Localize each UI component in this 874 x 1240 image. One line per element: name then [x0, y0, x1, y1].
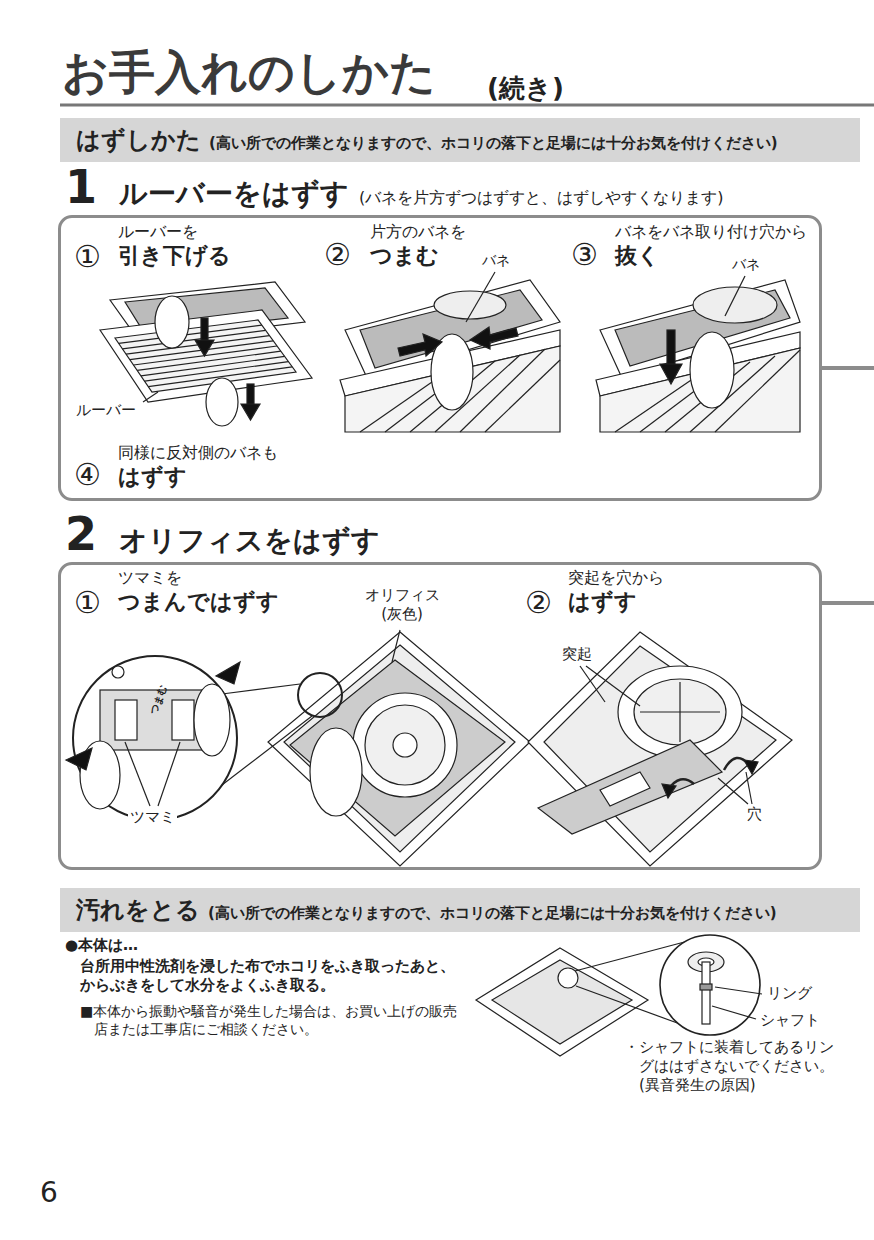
- section-title: はずしかた: [76, 124, 201, 156]
- section-title: 汚れをとる: [76, 894, 200, 926]
- callout-number: ③: [571, 240, 598, 270]
- part-name: バネ: [480, 252, 512, 270]
- step-number: 1: [65, 160, 97, 214]
- section-band: はずしかた (高い所での作業となりますので、ホコリの落下と足場には十分お気を付けく…: [60, 118, 860, 162]
- step-action: はずす: [568, 588, 637, 616]
- section-note: (高い所での作業となりますので、ホコリの落下と足場には十分お気を付けください): [209, 134, 778, 153]
- step-title: オリフィスをはずす: [119, 522, 380, 560]
- title-suffix: (続き): [487, 72, 564, 105]
- part-name: 穴: [745, 805, 764, 824]
- note-heading: ●本体は…: [65, 936, 138, 955]
- step-action: はずす: [118, 463, 187, 491]
- note-text: 台所用中性洗剤を浸した布でホコリをふき取ったあと、からぶきをして水分をよくふき取…: [80, 957, 460, 995]
- step-text: 突起を穴から: [568, 568, 664, 588]
- callout-number: ①: [74, 242, 101, 272]
- step-heading: 1 ルーバーをはずす (バネを片方ずつはずすと、はずしやすくなります): [65, 160, 734, 214]
- section-band: 汚れをとる (高い所での作業となりますので、ホコリの落下と足場には十分お気を付けく…: [60, 888, 860, 932]
- spring-remove-illustration: [596, 276, 800, 432]
- step-text: ルーバーを: [118, 222, 198, 242]
- step-text: 同様に反対側のバネも: [118, 443, 278, 463]
- section-note: (高い所での作業となりますので、ホコリの落下と足場には十分お気を付けください): [208, 904, 777, 923]
- orifice-remove-illustration: [528, 632, 792, 866]
- page-title: お手入れのしかた: [62, 44, 436, 102]
- caution-note: ・シャフトに装着してあるリングははずさないでください。 (異音発生の原因): [624, 1038, 839, 1094]
- step-title: ルーバーをはずす: [119, 175, 349, 213]
- step-number: 2: [65, 507, 97, 561]
- callout-number: ④: [74, 460, 101, 490]
- step-note: (バネを片方ずつはずすと、はずしやすくなります): [359, 188, 723, 209]
- step-heading: 2 オリフィスをはずす: [65, 507, 390, 561]
- part-name: リング: [765, 984, 814, 1003]
- part-name: オリフィス (灰色): [352, 586, 452, 624]
- callout-number: ②: [525, 588, 552, 618]
- part-name: シャフト: [758, 1011, 822, 1030]
- step-action: 抜く: [615, 242, 660, 270]
- step-text: 片方のバネを: [370, 222, 466, 242]
- note-text: ■本体から振動や騒音が発生した場合は、お買い上げの販売店または工事店にご相談くだ…: [80, 1003, 469, 1038]
- orifice-tab-illustration: [66, 630, 530, 866]
- part-name: バネ: [730, 256, 762, 274]
- step-action: つまんではずす: [118, 588, 279, 616]
- page-number: 6: [40, 1175, 58, 1210]
- title-rule: [60, 105, 874, 603]
- part-name: ルーバー: [76, 401, 136, 420]
- step-action: 引き下げる: [118, 242, 231, 270]
- body-shaft-illustration: [476, 935, 762, 1056]
- spring-pinch-illustration: [340, 272, 560, 432]
- step-text: バネをバネ取り付け穴から: [615, 222, 807, 242]
- callout-number: ②: [324, 240, 351, 270]
- step-text: ツマミを: [118, 568, 182, 588]
- step-action: つまむ: [370, 242, 439, 270]
- callout-number: ①: [74, 588, 101, 618]
- part-name: ツマミ: [128, 808, 177, 827]
- part-name: 突起: [560, 645, 594, 664]
